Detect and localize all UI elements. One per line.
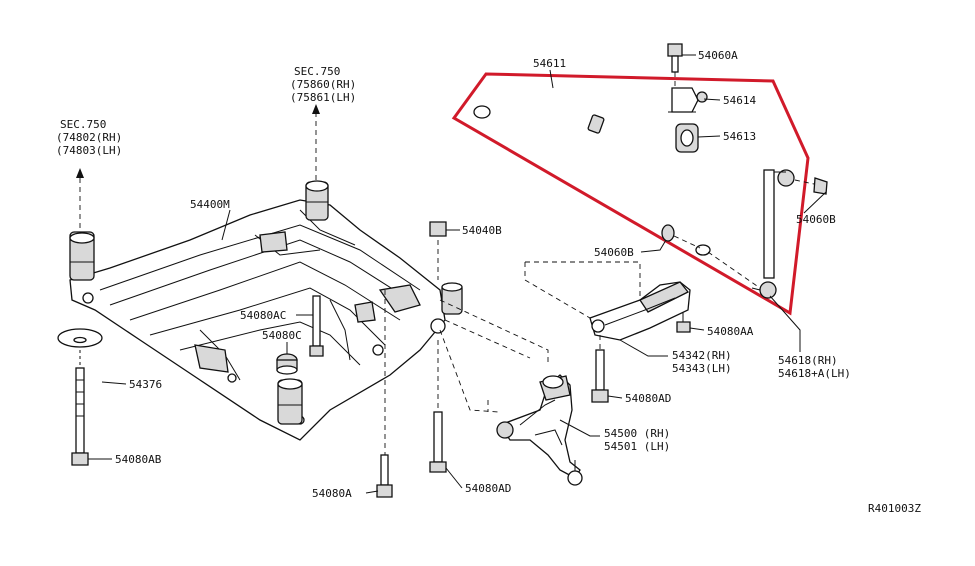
nut-54060B-lower [661, 224, 701, 249]
label-54060B-left: 54060B [594, 246, 634, 259]
sec750-arrow-center [312, 104, 320, 182]
lower-control-arm [496, 374, 583, 486]
leader-lines [88, 54, 827, 494]
sec750-b-title: SEC.750 [294, 65, 340, 78]
label-54343-lh: 54343(LH) [672, 362, 732, 375]
label-54060B-right: 54060B [796, 213, 836, 226]
label-54080AD-lower: 54080AD [465, 482, 511, 495]
sec750-a-title: SEC.750 [60, 118, 106, 131]
label-54614: 54614 [723, 94, 756, 107]
sec750-arrow-left [76, 168, 84, 232]
label-54342-rh: 54342(RH) [672, 349, 732, 362]
label-54080AD-upper: 54080AD [625, 392, 671, 405]
highlight-outline [451, 72, 810, 316]
subframe-mount-front-right [277, 378, 303, 425]
bolt-54060A [667, 43, 683, 88]
collar-54080C [276, 353, 298, 375]
subframe [69, 199, 446, 441]
label-54080AC: 54080AC [240, 309, 286, 322]
label-54618-lh: 54618+A(LH) [778, 367, 851, 380]
bolt-54080AD-upper [591, 335, 609, 403]
reference-code: R401003Z [868, 502, 921, 515]
sec750-a-lh: (74803(LH) [56, 144, 122, 157]
sec750-b-rh: (75860(RH) [290, 78, 356, 91]
sec750-b-lh: (75861(LH) [290, 91, 356, 104]
subframe-mount-rear-left [305, 180, 329, 221]
nut-54060B-upper [794, 177, 828, 195]
bolt-54040B [429, 221, 447, 280]
bolt-54080AB [71, 350, 89, 466]
label-54060A: 54060A [698, 49, 738, 62]
label-54376: 54376 [129, 378, 162, 391]
label-54080AA: 54080AA [707, 325, 754, 338]
label-54400M: 54400M [190, 198, 230, 211]
bracket-54342 [589, 281, 691, 341]
bracket-dash-lines [524, 261, 641, 319]
sec750-a-rh: (74802(RH) [56, 131, 122, 144]
label-54080A: 54080A [312, 487, 352, 500]
bolt-54080AA [676, 312, 691, 333]
bushing-54613 [675, 123, 699, 153]
bracket-54614 [668, 87, 708, 113]
label-54080AB: 54080AB [115, 453, 162, 466]
labels: SEC.750 (74802(RH) (74803(LH) SEC.750 (7… [56, 49, 921, 515]
stabilizer-bar-54611 [473, 89, 711, 256]
washer-54376 [57, 328, 103, 348]
label-54501-lh: 54501 (LH) [604, 440, 670, 453]
stabilizer-link-54618 [707, 169, 795, 299]
arm-dash-lines [439, 299, 549, 413]
bolt-54080AC [309, 295, 324, 357]
bolt-54080AD-lower [429, 340, 447, 473]
subframe-mount-front-left [69, 231, 95, 281]
label-54500-rh: 54500 (RH) [604, 427, 670, 440]
subframe-mount-rear-right [430, 282, 463, 334]
label-54040B: 54040B [462, 224, 502, 237]
label-54080C: 54080C [262, 329, 302, 342]
label-54618-rh: 54618(RH) [778, 354, 838, 367]
label-54613: 54613 [723, 130, 756, 143]
bolt-54080A [376, 290, 393, 498]
label-54611: 54611 [533, 57, 566, 70]
